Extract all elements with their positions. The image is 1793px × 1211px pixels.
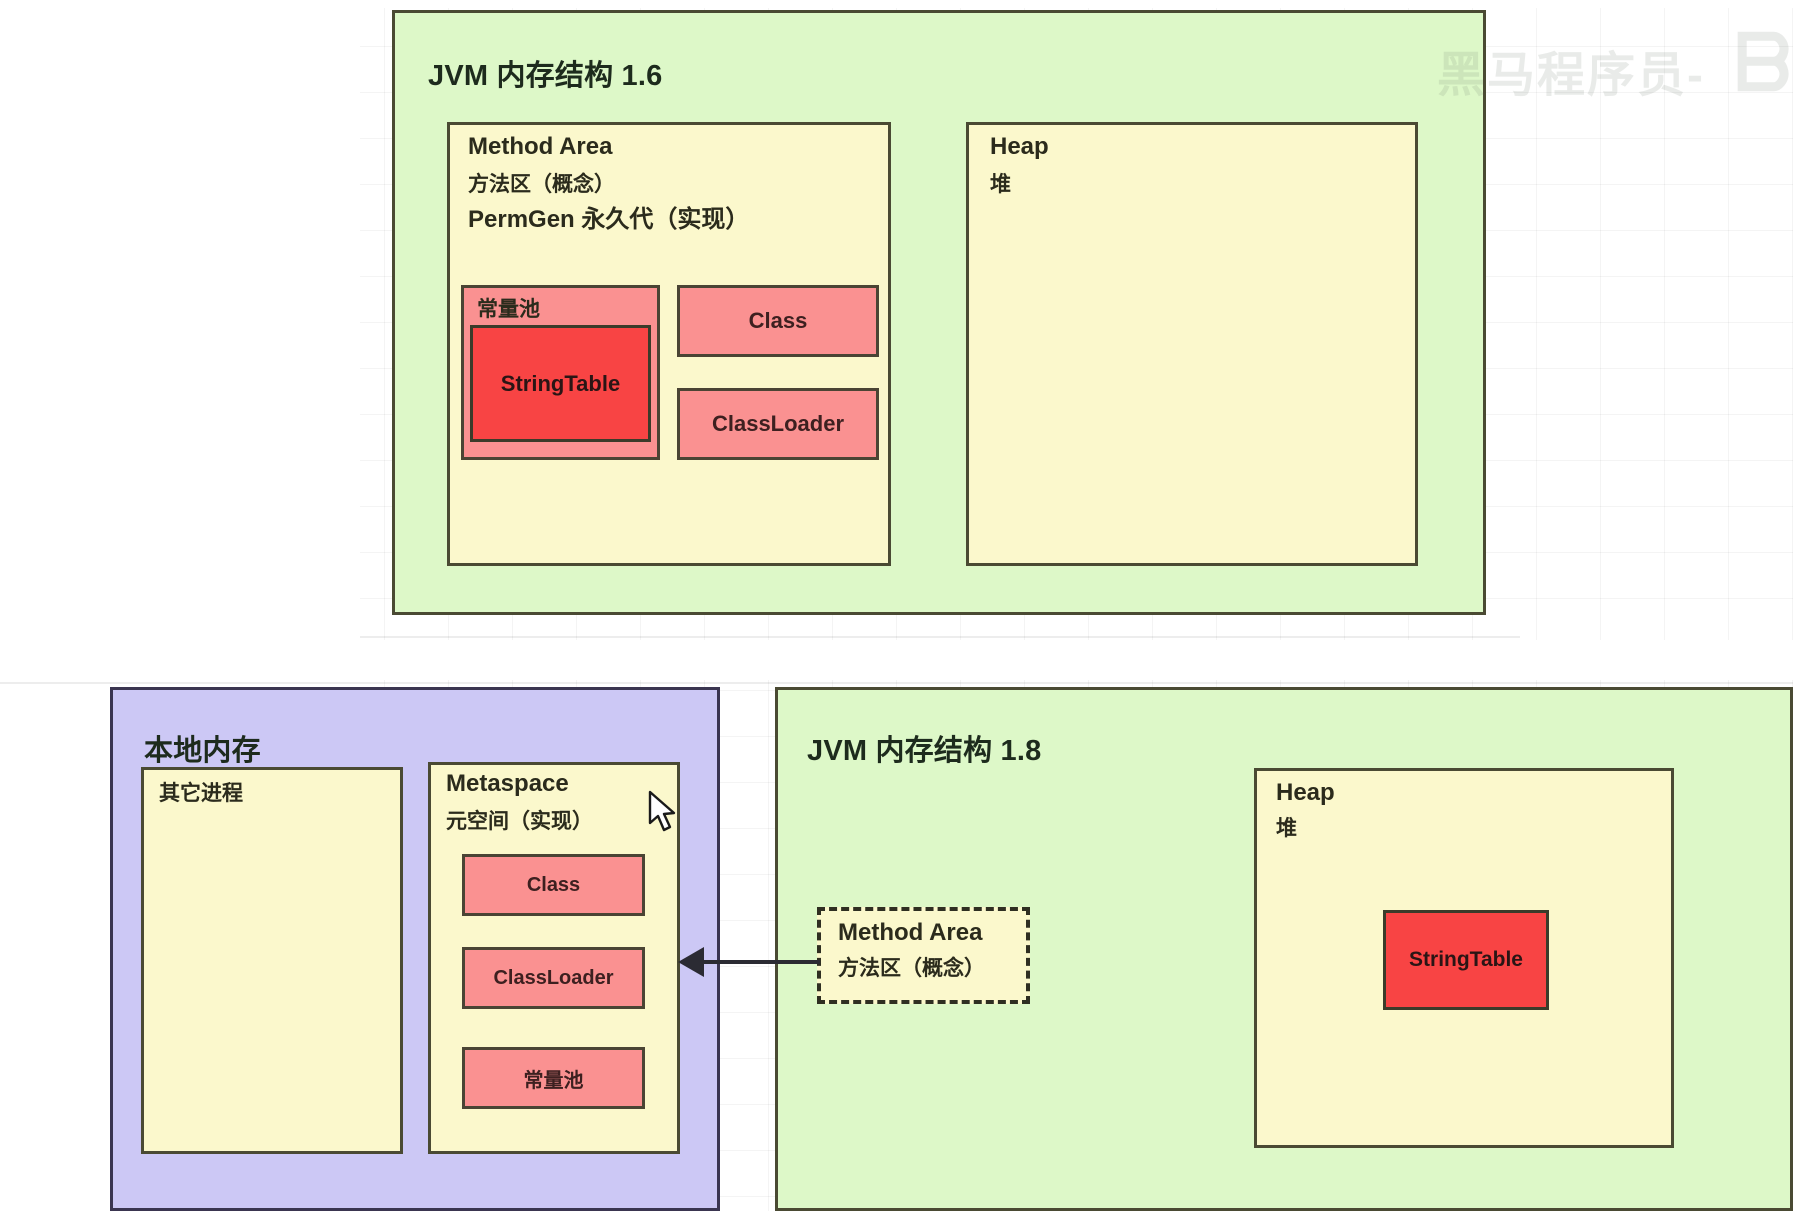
watermark-logo-icon: ᗷ — [1735, 19, 1792, 107]
jvm16-constant-pool-label: 常量池 — [477, 298, 540, 321]
jvm16-string-table-box: StringTable — [470, 325, 651, 442]
metaspace-item-class-label: Class — [526, 873, 581, 896]
jvm16-classloader-box: ClassLoader — [677, 388, 879, 460]
jvm16-class-box: Class — [677, 285, 879, 357]
jvm18-string-table-label: StringTable — [1409, 948, 1523, 971]
grid-rule-1 — [360, 636, 1520, 638]
grid-mask-gap — [0, 640, 1793, 680]
jvm18-heap-title: Heap — [1276, 779, 1335, 806]
jvm16-title: JVM 内存结构 1.6 — [428, 60, 663, 92]
jvm16-method-area-permgen: PermGen 永久代（实现） — [468, 206, 750, 233]
other-processes-box — [141, 767, 403, 1154]
method-area-to-metaspace-arrow-line — [700, 960, 820, 964]
metaspace-item-constant-pool: 常量池 — [462, 1047, 645, 1109]
grid-rule-2 — [0, 682, 1793, 684]
jvm18-method-area-concept-title: Method Area — [838, 919, 983, 946]
jvm16-method-area-title: Method Area — [468, 133, 613, 160]
jvm18-title: JVM 内存结构 1.8 — [807, 735, 1042, 767]
jvm18-heap-subtitle: 堆 — [1276, 817, 1297, 840]
jvm16-heap-subtitle: 堆 — [990, 173, 1011, 196]
metaspace-title: Metaspace — [446, 770, 569, 797]
grid-mask-top — [0, 0, 1793, 8]
jvm16-method-area-subtitle: 方法区（概念） — [468, 173, 615, 196]
metaspace-subtitle: 元空间（实现） — [446, 810, 593, 833]
jvm16-class-label: Class — [748, 308, 808, 333]
jvm18-method-area-concept-subtitle: 方法区（概念） — [838, 957, 985, 980]
metaspace-item-constant-pool-label: 常量池 — [523, 1069, 584, 1092]
jvm16-classloader-label: ClassLoader — [711, 411, 845, 436]
native-memory-title: 本地内存 — [144, 735, 261, 767]
metaspace-item-class: Class — [462, 854, 645, 916]
method-area-to-metaspace-arrow-head — [678, 947, 704, 977]
jvm16-heap-box — [966, 122, 1418, 566]
metaspace-item-classloader: ClassLoader — [462, 947, 645, 1009]
jvm16-heap-title: Heap — [990, 133, 1049, 160]
jvm18-string-table-box: StringTable — [1383, 910, 1549, 1010]
metaspace-item-classloader-label: ClassLoader — [493, 966, 614, 989]
jvm18-method-area-concept-box — [817, 907, 1030, 1004]
jvm16-string-table-label: StringTable — [500, 370, 621, 396]
other-processes-label: 其它进程 — [159, 782, 243, 805]
